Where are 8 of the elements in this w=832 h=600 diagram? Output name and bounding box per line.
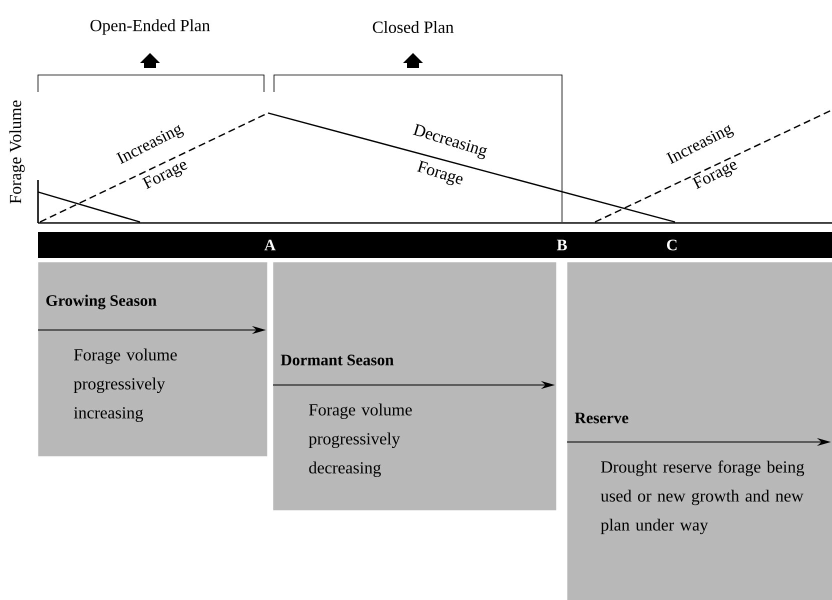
- point-label: B: [556, 240, 567, 250]
- plan-label: Closed Plan: [372, 21, 454, 33]
- plan-label: Open-Ended Plan: [90, 19, 210, 35]
- point-label: A: [264, 240, 276, 250]
- season-panel: Growing Season Forage volume progressively increasing: [38, 262, 268, 456]
- axis-label: Forage Volume: [9, 100, 25, 204]
- season-panel: Reserve Drought reserve forage being used or new growth and new plan under way: [567, 262, 832, 600]
- season-panel: Dormant Season Forage volume progressively decreasing: [273, 262, 556, 510]
